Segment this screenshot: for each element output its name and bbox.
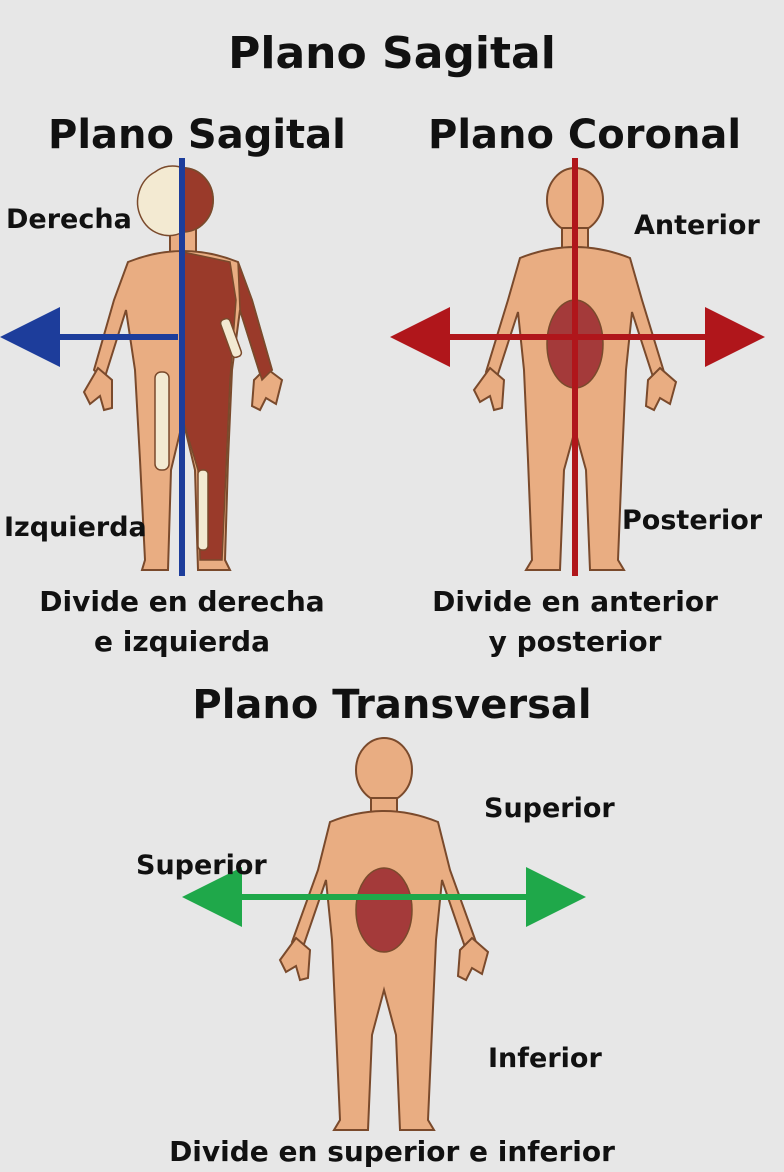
transversal-organ [355, 867, 413, 953]
coronal-label-posterior: Posterior [622, 505, 763, 536]
transversal-label-inferior: Inferior [488, 1043, 602, 1074]
sagittal-label-right: Derecha [6, 204, 132, 235]
coronal-title: Plano Coronal [428, 112, 742, 158]
coronal-label-anterior: Anterior [634, 210, 760, 241]
transversal-label-superior-left: Superior [136, 850, 267, 881]
sagittal-bones [136, 165, 243, 551]
sagittal-title: Plano Sagital [48, 112, 346, 158]
page-title: Plano Sagital [228, 28, 556, 79]
transversal-label-superior-right: Superior [484, 793, 615, 824]
sagittal-description-line1: Divide en derecha [39, 585, 325, 618]
coronal-description-line2: y posterior [488, 625, 662, 658]
sagittal-description-line2: e izquierda [94, 625, 270, 658]
coronal-description-line1: Divide en anterior [432, 585, 718, 618]
coronal-plane-lines [390, 158, 765, 576]
sagittal-label-left: Izquierda [4, 512, 147, 543]
transversal-description: Divide en superior e inferior [169, 1135, 615, 1168]
transversal-title: Plano Transversal [192, 682, 592, 728]
sagittal-plane-lines [0, 158, 185, 576]
